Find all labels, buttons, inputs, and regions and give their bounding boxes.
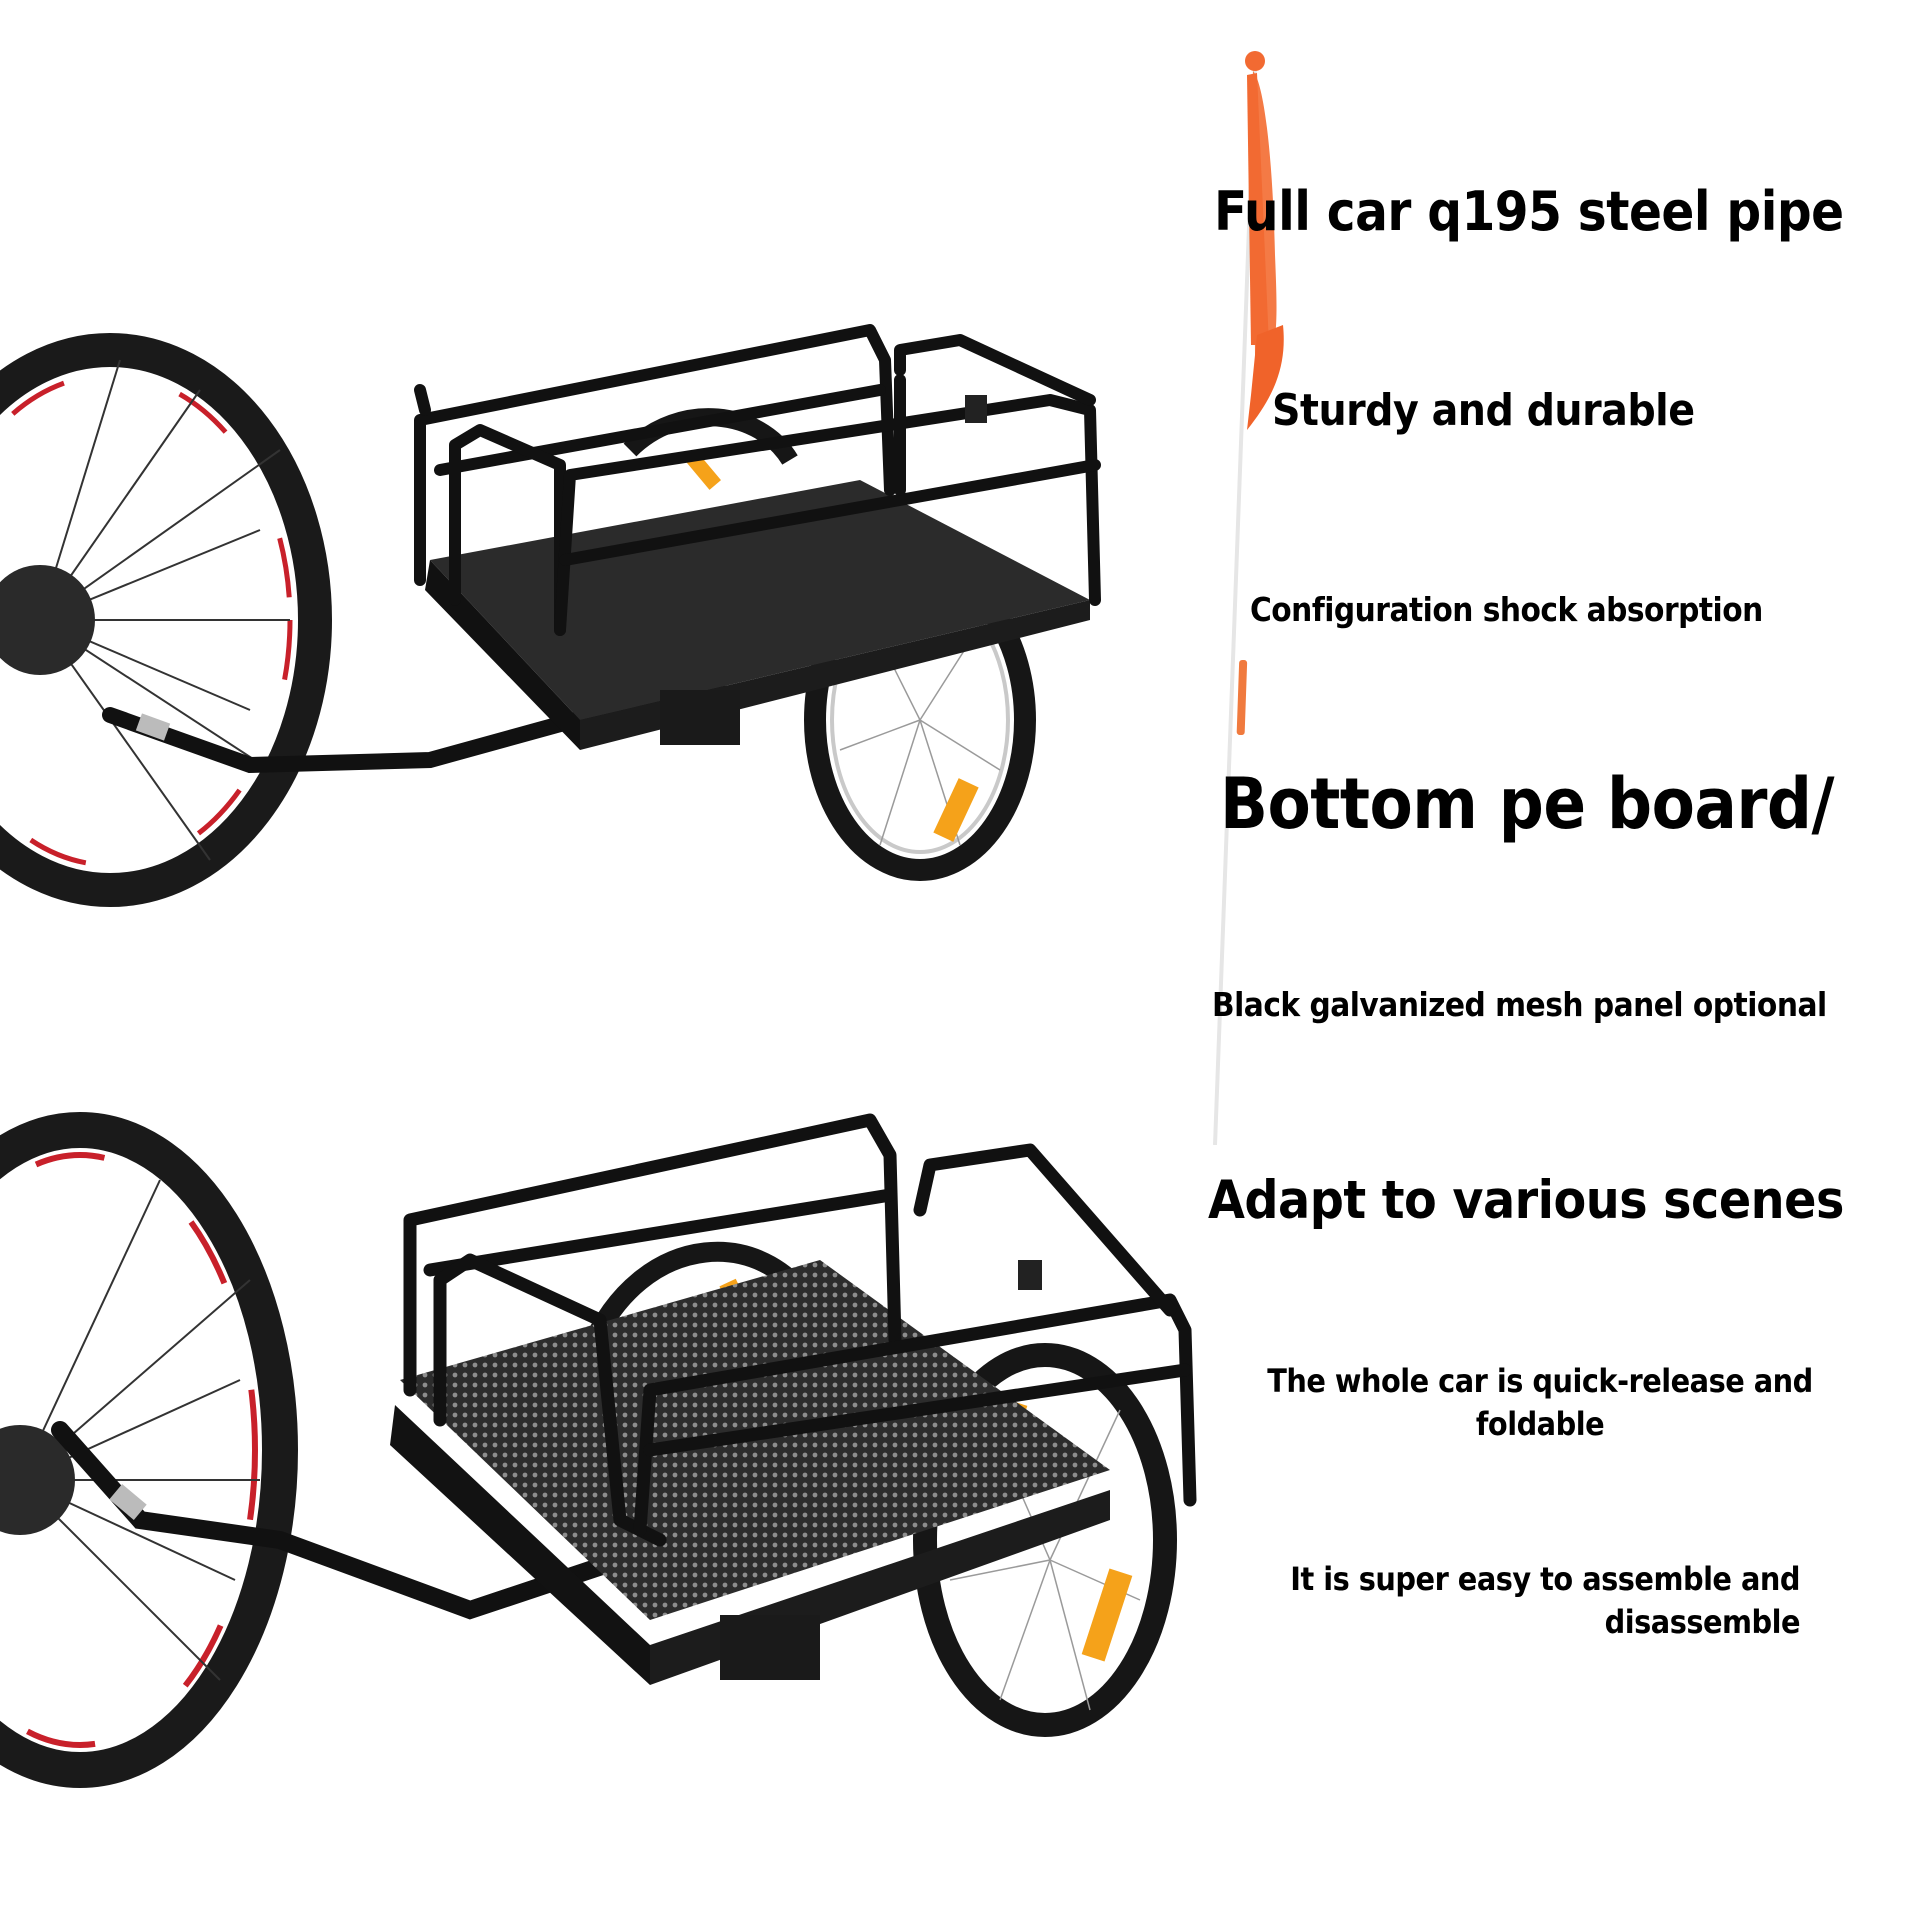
bicycle-wheel-icon: [0, 333, 332, 907]
feature-line: foldable: [1475, 1405, 1605, 1443]
safety-flag-icon: [1213, 51, 1284, 1145]
feature-various-scenes: Adapt to various scenes: [1208, 1170, 1844, 1231]
feature-sturdy-durable: Sturdy and durable: [1272, 385, 1695, 436]
feature-line: The whole car is quick-release and: [1267, 1362, 1813, 1400]
feature-mesh-panel-optional: Black galvanized mesh panel optional: [1212, 985, 1827, 1024]
feature-easy-assembly: It is super easy to assemble and disasse…: [1270, 1558, 1800, 1644]
feature-shock-absorption: Configuration shock absorption: [1250, 590, 1763, 629]
feature-line: It is super easy to assemble and: [1290, 1560, 1800, 1598]
trailer-photo-mesh-panel: [0, 1112, 1197, 1788]
feature-pe-board: Bottom pe board/: [1220, 763, 1835, 845]
feature-line: disassemble: [1604, 1603, 1801, 1641]
bicycle-wheel-icon: [0, 1112, 298, 1788]
feature-quick-release-foldable: The whole car is quick-release and folda…: [1260, 1360, 1820, 1446]
feature-steel-pipe: Full car q195 steel pipe: [1214, 180, 1844, 243]
trailer-photo-pe-board: [0, 324, 1101, 907]
